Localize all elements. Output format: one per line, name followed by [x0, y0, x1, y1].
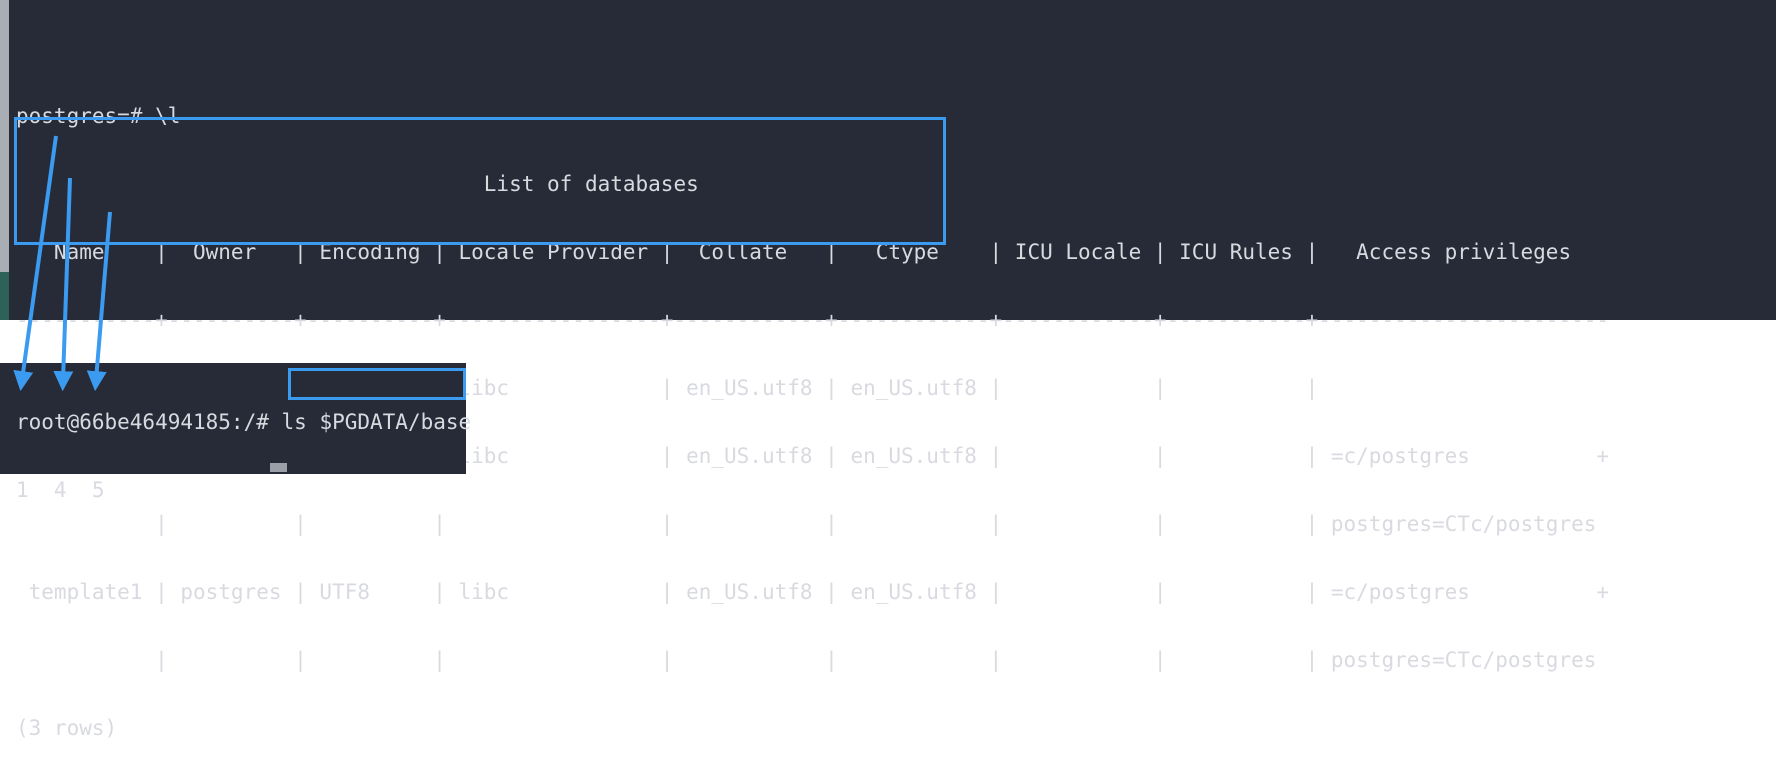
psql-table-header: Name | Owner | Encoding | Locale Provide… — [16, 240, 1610, 264]
shell-cursor-block — [270, 463, 287, 472]
psql-scrollbar-thumb-active[interactable] — [0, 272, 9, 320]
table-row-continuation: | | | | | | | | postgres=CTc/postgres — [16, 648, 1597, 672]
shell-command-line: root@66be46494185:/# ls $PGDATA/base — [0, 407, 471, 437]
shell-output-line: 1 4 5 — [16, 478, 105, 502]
table-row: template1 | postgres | UTF8 | libc | en_… — [16, 580, 1610, 604]
psql-prompt-line: postgres=# \l — [16, 104, 181, 128]
table-row-continuation: | | | | | | | | postgres=CTc/postgres — [16, 512, 1597, 536]
psql-table-title: List of databases — [16, 172, 699, 196]
shell-command-prefix: ls — [281, 410, 320, 434]
psql-table-separator: -----------+----------+----------+------… — [16, 308, 1610, 332]
shell-prompt: root@66be46494185:/# — [16, 410, 282, 434]
psql-scrollbar[interactable] — [0, 0, 9, 320]
shell-terminal-panel[interactable]: root@66be46494185:/# ls $PGDATA/base 1 4… — [0, 363, 471, 502]
psql-terminal-panel[interactable]: postgres=# \l List of databases Name | O… — [0, 0, 1776, 740]
psql-row-count: (3 rows) — [16, 716, 118, 740]
shell-command-argument: $PGDATA/base — [319, 410, 472, 434]
psql-scrollbar-thumb[interactable] — [0, 0, 9, 272]
